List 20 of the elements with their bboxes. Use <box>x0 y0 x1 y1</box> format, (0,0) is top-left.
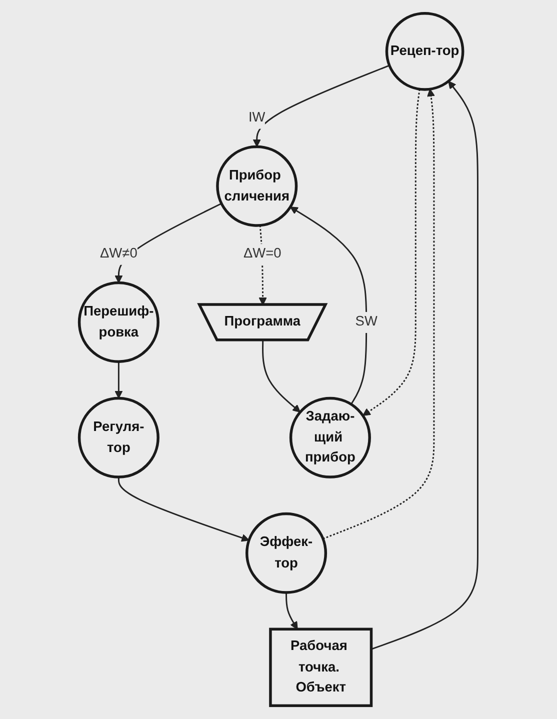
arrow <box>114 362 123 399</box>
node-box: Рабочая точка. Объект <box>269 628 373 708</box>
edge-label: ΔW=0 <box>243 246 282 262</box>
edge-label: SW <box>355 314 378 330</box>
node-circle: Рецеп-тор <box>385 12 464 91</box>
node-circle: Перешиф-ровка <box>78 281 160 363</box>
arrow <box>362 89 420 416</box>
node-circle: Эффек-тор <box>246 512 328 594</box>
edge-label: IW <box>248 110 266 126</box>
arrow <box>371 80 478 650</box>
node-circle: Прибор сличения <box>216 145 298 227</box>
arrow <box>286 592 298 630</box>
arrow <box>118 477 250 542</box>
node-circle: Задаю-щий прибор <box>289 396 371 478</box>
arrow <box>290 206 368 405</box>
edge-label: ΔW≠0 <box>100 246 138 262</box>
arrow <box>322 88 435 540</box>
node-circle: Регуля-тор <box>78 396 160 478</box>
arrow <box>262 340 301 412</box>
arrow <box>252 64 390 148</box>
